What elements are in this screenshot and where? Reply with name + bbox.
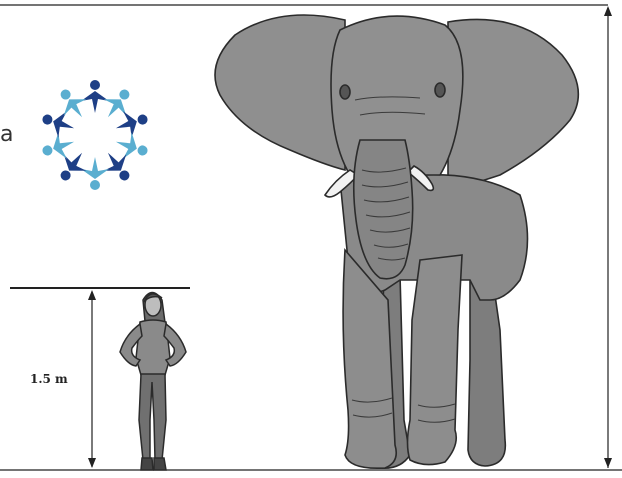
logo-person-icon [81,80,109,113]
logo-person-icon [112,128,152,165]
cropped-text-fragment: a [0,122,13,147]
logo-person-icon [81,157,109,190]
elephant-height-arrow [604,6,612,468]
elephant-illustration [215,15,578,468]
community-circle-logo [38,80,151,190]
woman-height-label: 1.5 m [30,372,68,386]
logo-person-icon [38,105,78,142]
woman-illustration [120,293,186,471]
woman-height-arrow [88,290,96,468]
